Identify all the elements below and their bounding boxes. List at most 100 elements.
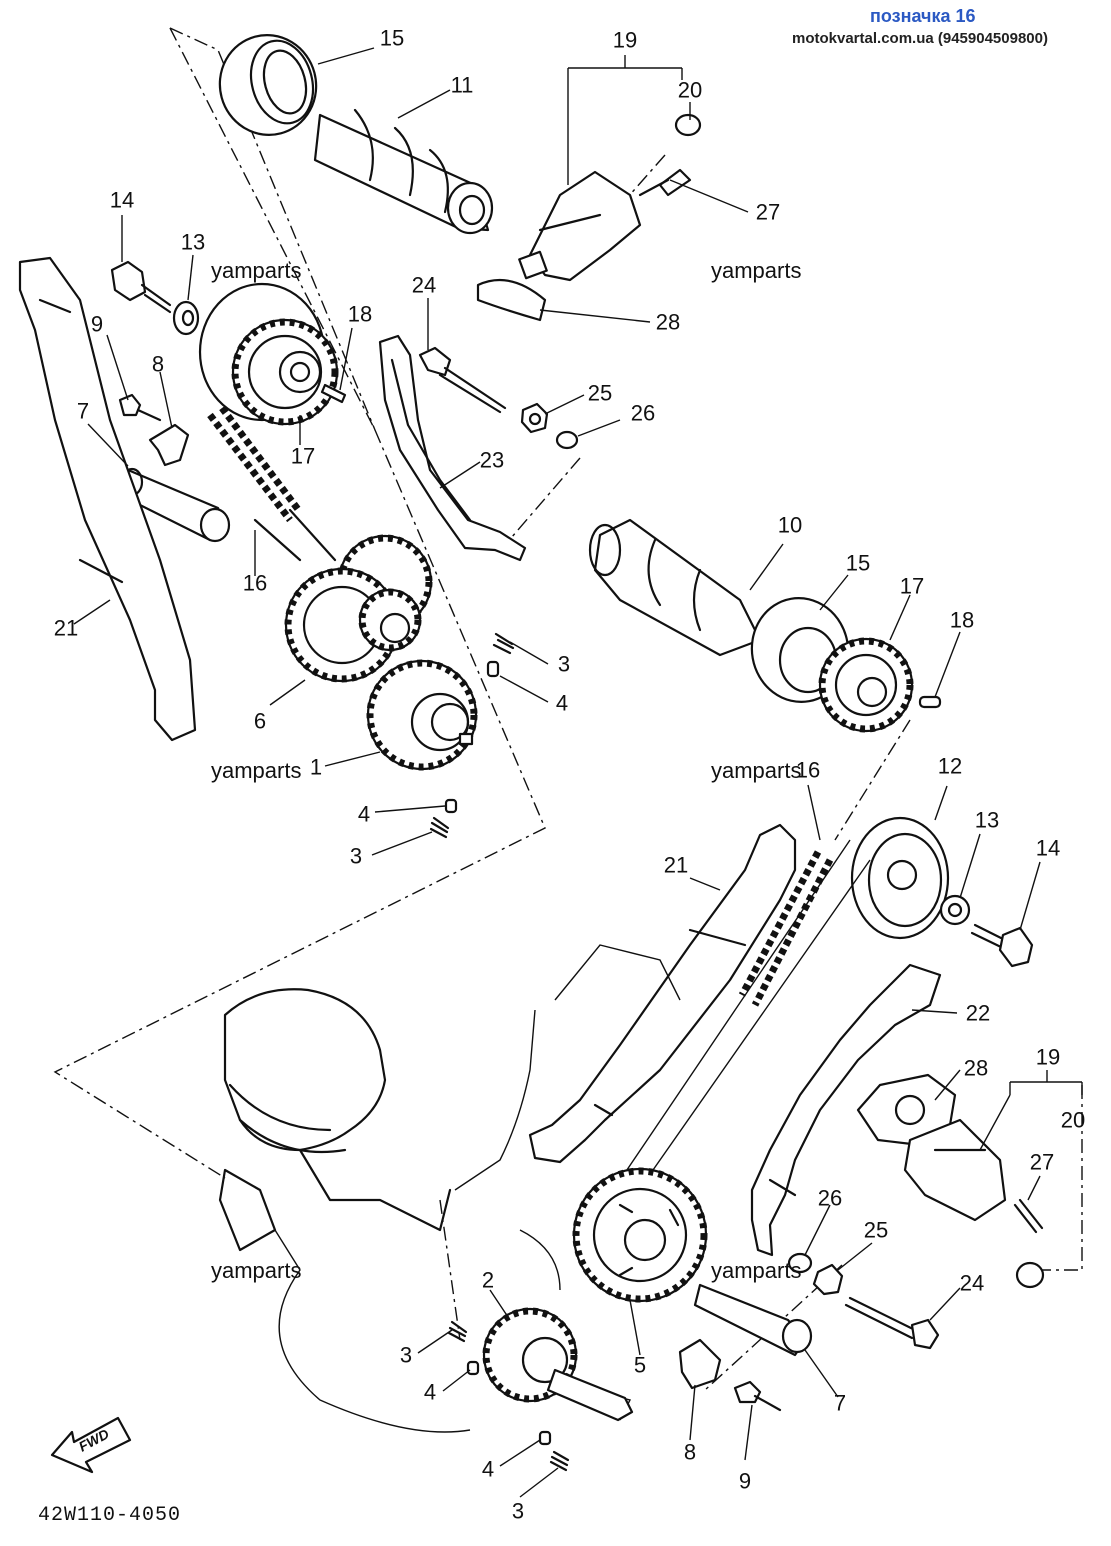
callout-15: 15 [846,551,870,576]
part-3-spring-lower-b [549,1450,570,1472]
callout-3: 3 [350,844,362,869]
callout-18: 18 [348,302,372,327]
callout-24: 24 [412,273,436,298]
part-3-spring-upper-b [429,816,450,839]
callout-26: 26 [818,1186,842,1211]
callout-15: 15 [380,26,404,51]
callout-7: 7 [77,399,89,424]
part-13-washer-lower [939,894,971,926]
header-title: позначка 16 [870,6,976,26]
callout-numbers: 15 11 19 20 27 14 13 24 18 28 9 8 25 26 … [54,26,1085,1524]
part-7-pivot-shaft-lower [693,1283,813,1357]
callout-3: 3 [400,1343,412,1368]
callout-3: 3 [512,1499,524,1524]
header-source: motokvartal.com.ua (945904509800) [792,30,1048,47]
callout-leader-lines [73,47,1083,1498]
part-24-bolt-lower [844,1296,940,1350]
watermark-text: yamparts [211,258,301,283]
part-19-tensioner-lower [903,1118,1007,1222]
watermark-text: yamparts [711,758,801,783]
engine-block-outline [218,944,681,1433]
part-26-washer-lower [787,1252,813,1274]
part-9-bolt-upper [118,393,162,422]
part-12-rotor [850,816,950,940]
part-4-pin-upper-b [444,798,458,814]
watermark-text: yamparts [711,258,801,283]
callout-2: 2 [482,1268,494,1293]
callout-5: 5 [634,1353,646,1378]
callout-17: 17 [291,444,315,469]
callout-9: 9 [91,312,103,337]
callout-14: 14 [110,188,134,213]
part-13-washer-upper [172,300,200,336]
callout-19: 19 [1036,1045,1060,1070]
part-18-pin-upper [320,383,347,404]
part-2-gear [482,1307,634,1422]
part-21-chain-guide-lower [528,823,797,1164]
callout-13: 13 [181,230,205,255]
part-24-bolt-upper [418,346,507,414]
watermark-text: yamparts [711,1258,801,1283]
callout-13: 13 [975,808,999,833]
callout-4: 4 [482,1457,494,1482]
part-20-cap-lower [1015,1261,1045,1289]
part-14-bolt-upper [110,260,172,314]
callout-3: 3 [558,652,570,677]
part-3-spring-upper-a [492,632,515,655]
callout-25: 25 [588,381,612,406]
callout-17: 17 [900,574,924,599]
callout-27: 27 [1030,1150,1054,1175]
callout-16: 16 [243,571,267,596]
callout-20: 20 [1061,1108,1085,1133]
part-14-bolt-lower [970,923,1034,968]
callout-12: 12 [938,754,962,779]
part-17-cam-sprocket-lower [818,637,914,733]
part-27-bolt-lower [1013,1198,1044,1234]
part-28-gasket-lower [856,1073,957,1147]
watermark-text: yamparts [211,758,301,783]
callout-10: 10 [778,513,802,538]
part-25-nut-lower [812,1263,844,1296]
forward-direction-arrow: FWD [50,1416,132,1474]
part-25-nut-upper [520,402,549,434]
callout-4: 4 [358,802,370,827]
callout-16: 16 [796,758,820,783]
callout-7: 7 [834,1391,846,1416]
part-6-idler-gear [253,508,433,683]
part-11-camshaft [313,108,494,235]
part-21-chain-guide-left [18,256,197,742]
callout-8: 8 [152,352,164,377]
callout-27: 27 [756,200,780,225]
callout-22: 22 [966,1001,990,1026]
callout-28: 28 [656,310,680,335]
part-10-camshaft [588,518,762,657]
part-8-stopper-plate-upper [148,423,190,467]
part-18-pin-lower [918,695,942,709]
part-5-gear [572,1167,708,1303]
part-4-pin-lower-b [538,1430,552,1446]
part-19-tensioner-top [476,113,702,322]
callout-26: 26 [631,401,655,426]
callout-8: 8 [684,1440,696,1465]
callout-4: 4 [556,691,568,716]
callout-25: 25 [864,1218,888,1243]
part-4-pin-lower-a [466,1360,480,1376]
drawing-code: 42W110-4050 [38,1504,181,1527]
callout-6: 6 [254,709,266,734]
part-16-chain-upper [207,405,303,523]
part-16-chain-lower [609,839,871,1211]
part-3-spring-lower-a [447,1320,468,1343]
callout-4: 4 [424,1380,436,1405]
callout-28: 28 [964,1056,988,1081]
part-8-stopper-plate-lower [678,1338,722,1390]
callout-20: 20 [678,78,702,103]
callout-21: 21 [664,853,688,878]
part-15-bearing-top [218,34,318,136]
part-9-bolt-lower [733,1380,782,1412]
part-23-chain-guide [378,334,527,562]
callout-18: 18 [950,608,974,633]
part-26-washer-upper [555,430,579,450]
callout-24: 24 [960,1271,984,1296]
watermarks: yamparts yamparts yamparts yamparts yamp… [211,258,801,1283]
